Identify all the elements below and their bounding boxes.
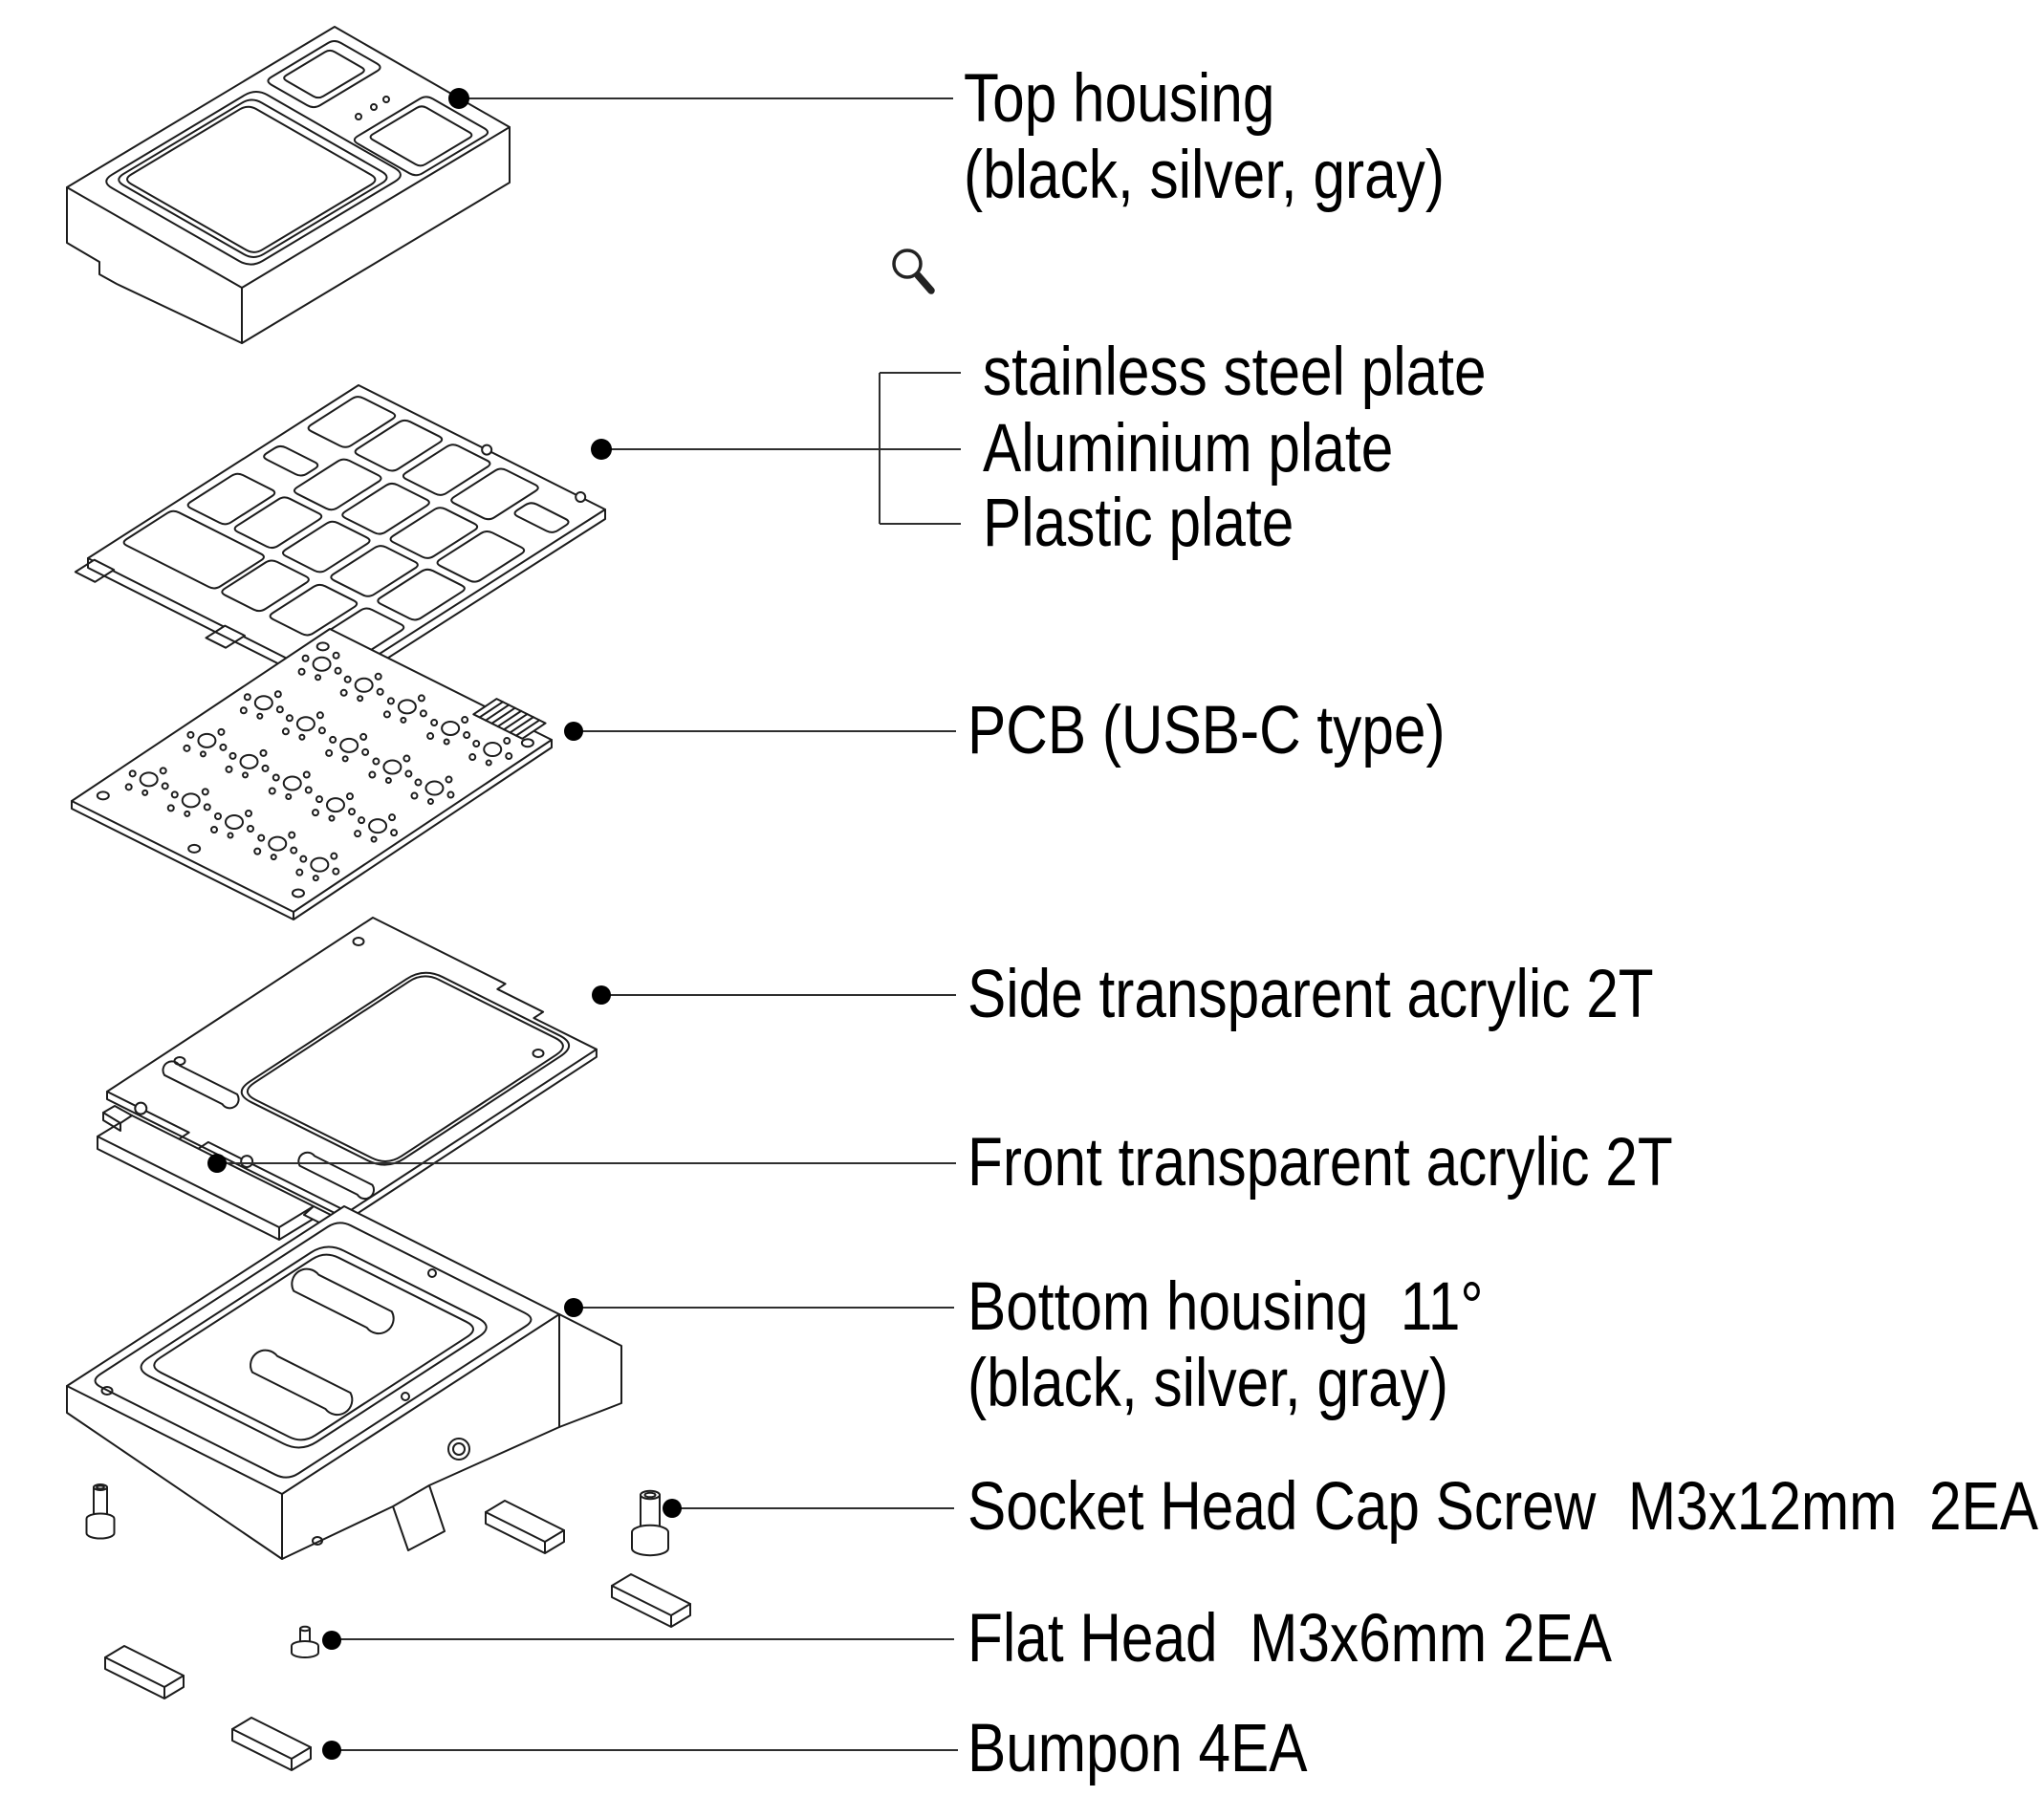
label-flat-head-screw: Flat Head M3x6mm 2EA [968, 1599, 1612, 1676]
leader-dot-socket-screw [663, 1499, 682, 1518]
label-socket-screw: Socket Head Cap Screw M3x12mm 2EA [968, 1467, 2038, 1544]
label-stainless-plate: stainless steel plate [983, 333, 1487, 409]
label-pcb: PCB (USB-C type) [968, 691, 1446, 768]
leader-dot-side-acrylic [592, 985, 611, 1005]
pcb-drawing [71, 628, 553, 920]
label-aluminium-plate: Aluminium plate [983, 409, 1393, 486]
leader-dot-pcb [564, 722, 583, 741]
bottom-housing-drawing [66, 1205, 622, 1560]
labels: Top housing (black, silver, gray) stainl… [964, 59, 2038, 1786]
leader-dot-bottom-housing [564, 1298, 583, 1317]
socket-screw-right-drawing [631, 1489, 669, 1557]
leader-dot-flat-head [322, 1631, 341, 1650]
leader-dot-plates [591, 439, 612, 460]
label-bottom-housing: Bottom housing 11° [968, 1267, 1484, 1344]
leader-lines [207, 88, 961, 1760]
leader-dot-top-housing [448, 88, 469, 109]
top-housing-drawing [66, 26, 511, 344]
leader-dot-bumpon [322, 1741, 341, 1760]
label-bumpon: Bumpon 4EA [968, 1709, 1308, 1786]
flat-head-screw-drawing [291, 1625, 319, 1658]
label-top-housing-colors: (black, silver, gray) [964, 136, 1445, 212]
label-side-acrylic: Side transparent acrylic 2T [968, 955, 1654, 1031]
label-front-acrylic: Front transparent acrylic 2T [968, 1123, 1673, 1200]
leader-dot-front-acrylic [207, 1154, 227, 1173]
magnifier-icon [892, 249, 935, 294]
label-bottom-housing-colors: (black, silver, gray) [968, 1344, 1448, 1420]
label-top-housing: Top housing [964, 59, 1274, 136]
socket-screw-left-drawing [85, 1483, 116, 1540]
label-plastic-plate: Plastic plate [983, 484, 1294, 560]
side-acrylic-drawing [106, 917, 598, 1221]
bumpons-drawing [104, 1500, 691, 1771]
plates-bracket [879, 372, 961, 525]
